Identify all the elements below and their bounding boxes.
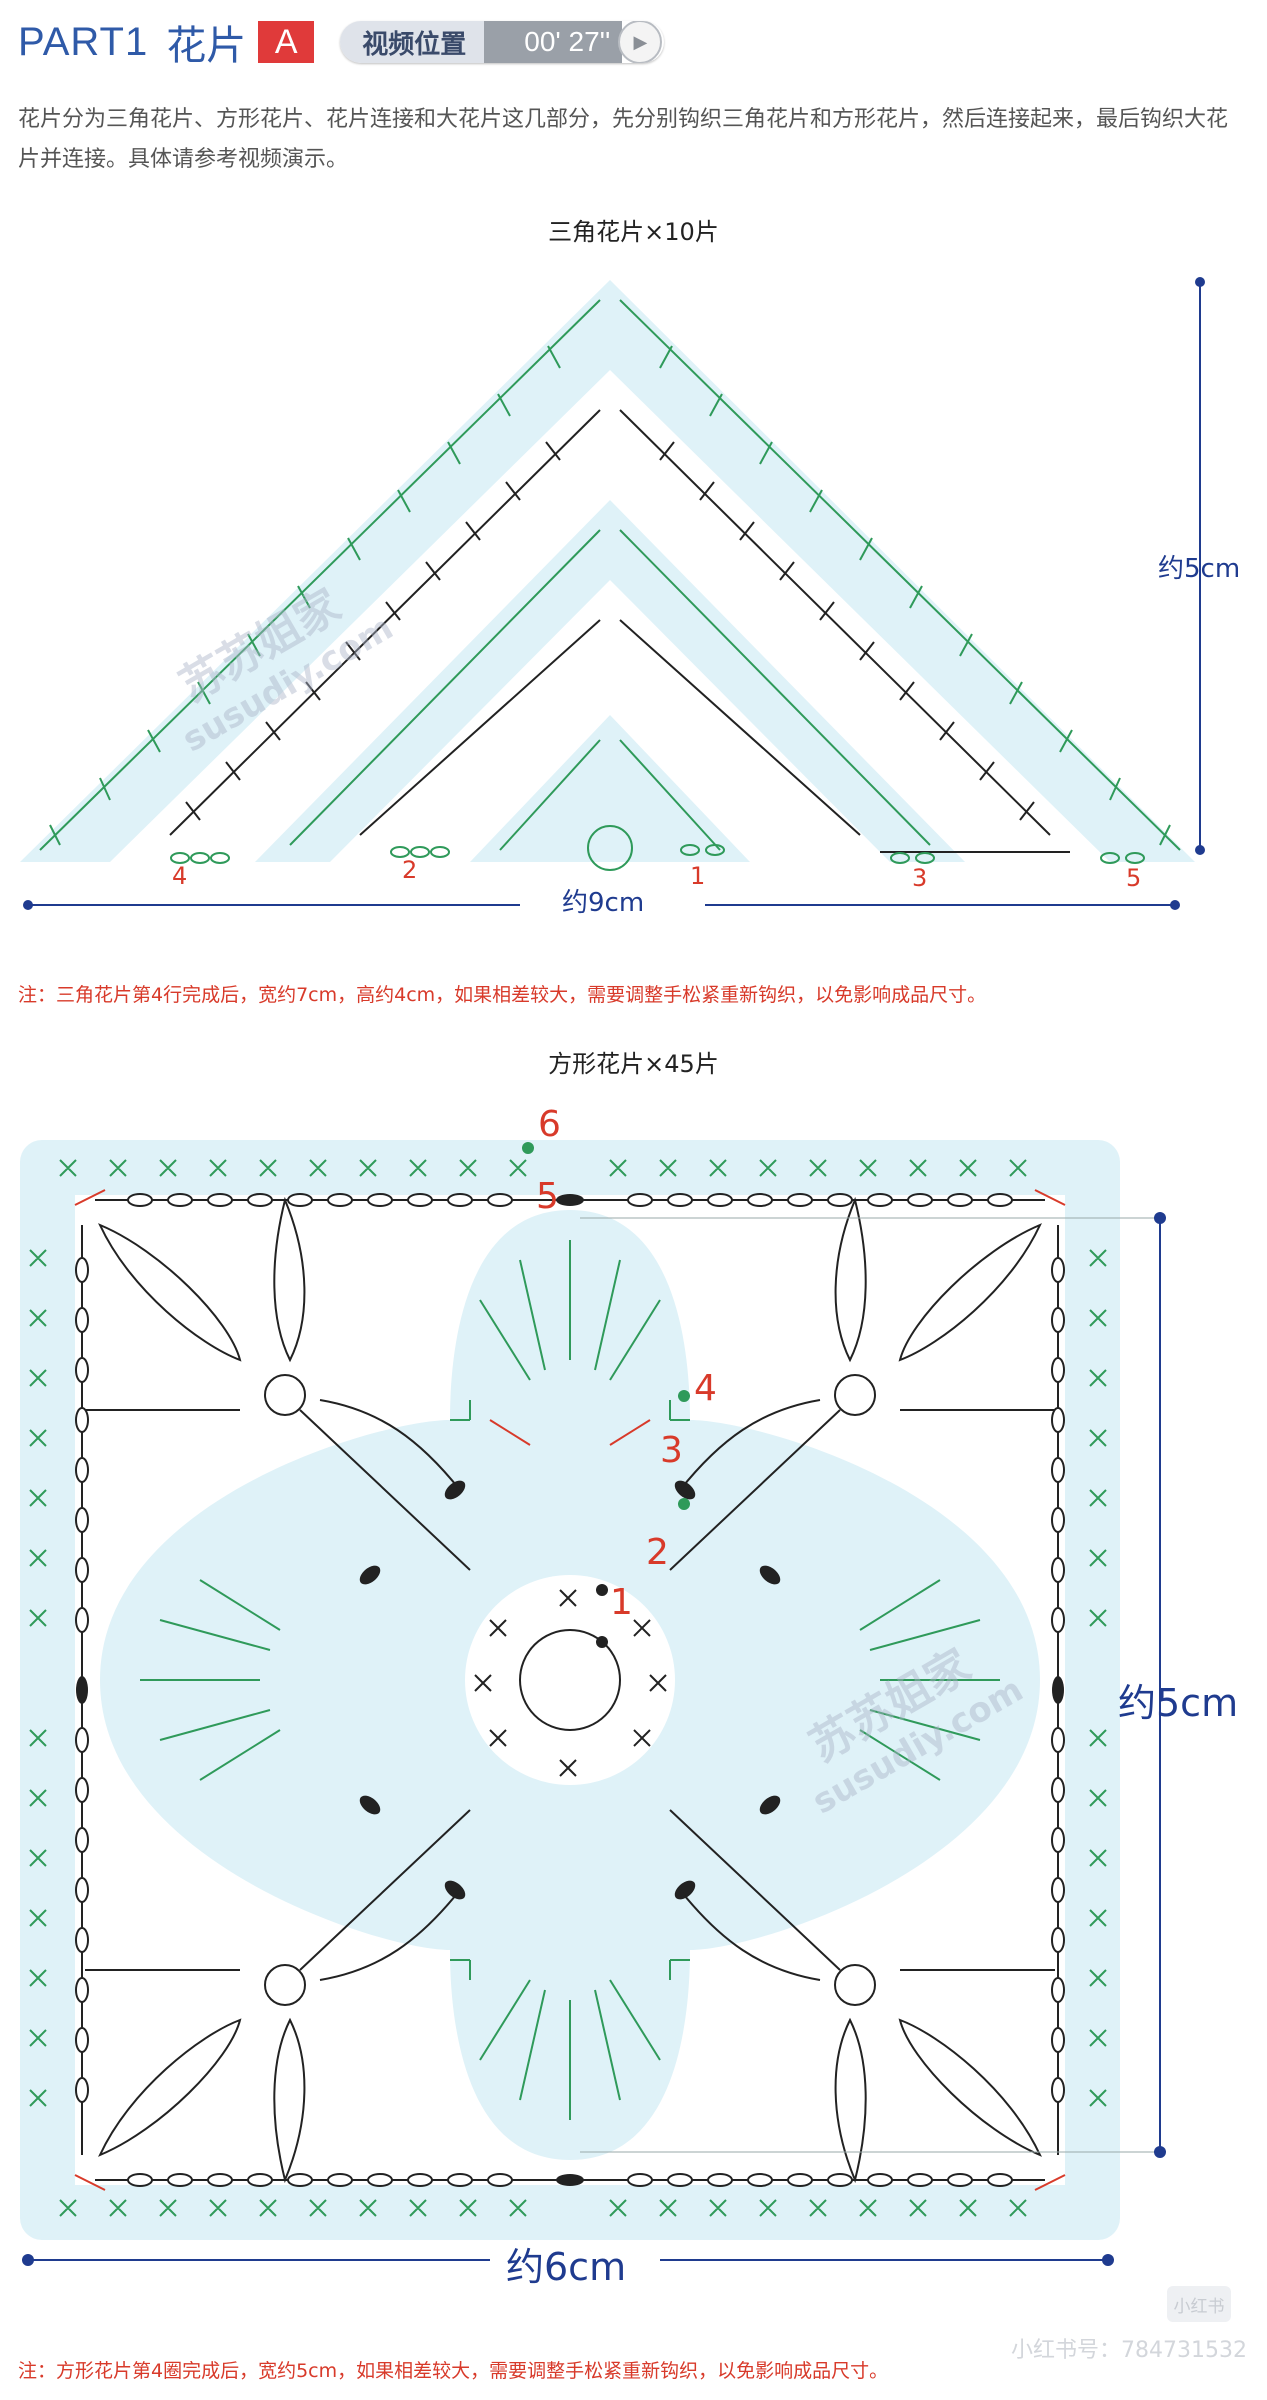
triangle-row5-band [20,280,1195,862]
square-side-chains [75,1257,1065,2103]
square-title: 方形花片×45片 [548,1050,719,1078]
triangle-row-5: 5 [1126,864,1142,892]
triangle-dimension-dots [23,277,1205,910]
part-badge: A [258,21,315,63]
triangle-height-label: 约5cm [1158,554,1241,584]
part-header: PART1 花片 A 视频位置 00' 27'' ▶ [18,14,664,70]
square-round-4: 4 [694,1368,717,1409]
triangle-row-3: 3 [912,864,928,892]
square-round-2: 2 [646,1532,669,1573]
video-label: 视频位置 [340,21,485,63]
triangle-row3-band [255,500,965,862]
video-time: 00' 27'' [484,21,623,63]
triangle-center-ring [587,825,633,871]
square-height-label: 约5cm [1118,1681,1239,1725]
square-round-dots [522,1142,690,1648]
part-title: PART1 [18,19,149,64]
play-icon[interactable]: ▶ [618,21,663,63]
square-round-1: 1 [610,1582,633,1623]
intro-text: 花片分为三角花片、方形花片、花片连接和大花片这几部分，先分别钩织三角花片和方形花… [18,107,1229,172]
triangle-width-label: 约9cm [562,888,645,918]
square-corner-petals [85,1196,1055,2184]
square-round-6: 6 [538,1104,561,1145]
square-note: 注：方形花片第4圈完成后，宽约5cm，如果相差较大，需要调整手松紧重新钩织，以免… [18,2360,889,2382]
square-slip-stitches [76,1194,1064,2186]
triangle-row-1: 1 [690,862,706,890]
triangle-row-2: 2 [402,856,418,884]
triangle-title: 三角花片×10片 [548,218,719,246]
triangle-motif [20,280,1195,871]
triangle-outer-stitches [39,299,1181,851]
footer-id: 小红书号：784731532 [1011,2338,1247,2363]
square-red-marks [74,1189,1066,2191]
square-motif [20,1140,1120,2240]
square-dimensions [28,1217,1161,2261]
square-x-border [29,1159,1107,2217]
triangle-base-chains [170,844,1145,864]
square-flower-stitches [140,1240,1000,2120]
brand-logo: 小红书 [1167,2286,1231,2322]
square-diagonal-arms [299,1399,841,1981]
video-position-button[interactable]: 视频位置 00' 27'' ▶ [340,21,664,63]
square-width-label: 约6cm [506,2245,627,2289]
triangle-dimensions [28,282,1201,906]
square-round-5: 5 [536,1176,559,1217]
triangle-note: 注：三角花片第4行完成后，宽约7cm，高约4cm，如果相差较大，需要调整手松紧重… [18,984,987,1006]
square-center-ring [465,1575,675,1785]
triangle-inner-stitches [169,409,1070,853]
square-dimension-dots [22,1212,1166,2266]
square-center-stitches [474,1589,667,1777]
triangle-row1-band [470,715,750,862]
triangle-row-4: 4 [172,862,188,890]
square-round-3: 3 [660,1430,683,1471]
part-subtitle: 花片 [166,23,247,69]
